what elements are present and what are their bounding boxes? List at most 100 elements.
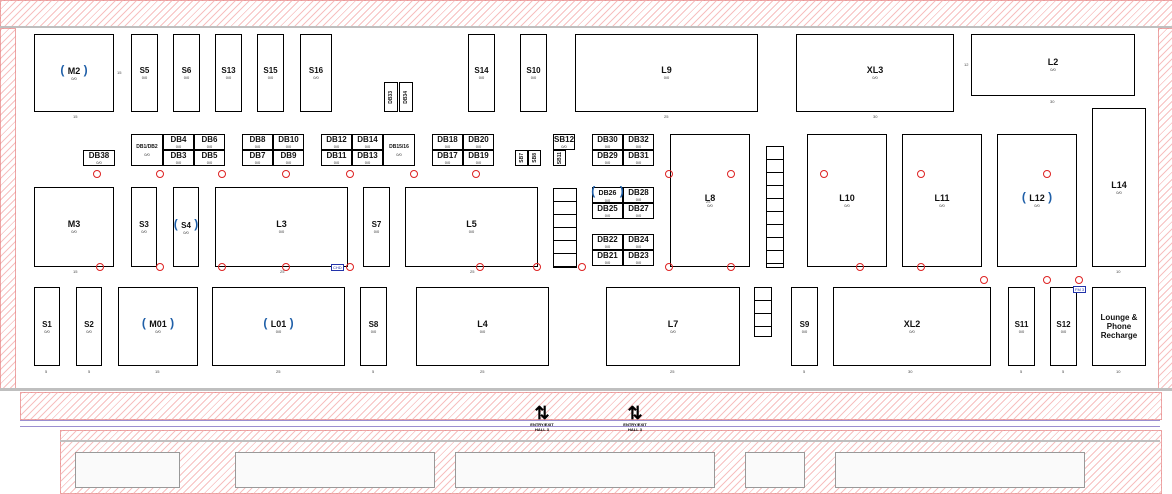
entry-exit-2[interactable]: ⇅ ENTRY/EXIT HALL 3: [623, 403, 647, 432]
booth-SB11[interactable]: SB11: [553, 150, 566, 166]
dimension-label: 25: [280, 269, 285, 274]
red-marker-icon: [96, 263, 104, 271]
mini-booth-group[interactable]: [754, 287, 772, 337]
red-marker-icon: [156, 170, 164, 178]
dimension-label: 25: [480, 369, 485, 374]
mini-booth-column[interactable]: [553, 188, 577, 268]
red-marker-icon: [727, 263, 735, 271]
top-wall: [0, 26, 1172, 28]
red-marker-icon: [727, 170, 735, 178]
red-marker-icon: [665, 263, 673, 271]
booth-L01[interactable]: L010/0: [212, 287, 345, 366]
booth-SB7[interactable]: SB7: [515, 150, 528, 166]
booth-M01[interactable]: M010/0: [118, 287, 198, 366]
booth-S4[interactable]: S40/0: [173, 187, 199, 267]
bottom-room: [235, 452, 435, 488]
booth-SB8[interactable]: SB8: [528, 150, 541, 166]
red-marker-icon: [917, 263, 925, 271]
red-marker-icon: [1075, 276, 1083, 284]
booth-DB33[interactable]: DB33: [384, 82, 398, 112]
red-marker-icon: [1043, 170, 1051, 178]
red-marker-icon: [665, 170, 673, 178]
chd-tag: CHD: [331, 264, 344, 271]
dimension-label: 15: [155, 369, 160, 374]
up-down-arrows-icon: ⇅: [627, 403, 643, 423]
booth-M2[interactable]: M20/0: [34, 34, 114, 112]
red-marker-icon: [472, 170, 480, 178]
entry-exit-1[interactable]: ⇅ ENTRY/EXIT HALL 3: [530, 403, 554, 432]
booth-L12[interactable]: L120/0: [997, 134, 1077, 267]
right-wall-zone: [1158, 28, 1172, 390]
bottom-room: [455, 452, 715, 488]
red-marker-icon: [578, 263, 586, 271]
mini-booth-strip[interactable]: [766, 146, 784, 268]
red-marker-icon: [980, 276, 988, 284]
bottom-room: [745, 452, 805, 488]
booth-DB34[interactable]: DB34: [399, 82, 413, 112]
booth-DB26[interactable]: DB260/0: [592, 187, 623, 203]
dimension-label: 25: [706, 199, 711, 204]
lounge-phone-recharge[interactable]: Lounge & Phone Recharge: [1092, 287, 1146, 366]
red-marker-icon: [218, 263, 226, 271]
